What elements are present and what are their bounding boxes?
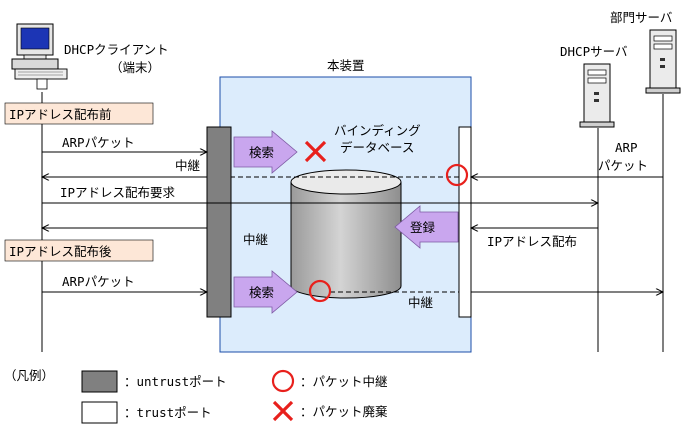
- legend-untrust-label: ：untrustポート: [124, 374, 227, 389]
- dept-server-icon: [645, 29, 681, 94]
- client-label-line2: （端末）: [110, 60, 160, 75]
- client-label-line1: DHCPクライアント: [64, 42, 169, 57]
- register-label: 登録: [410, 220, 436, 235]
- search-arrow-1: [233, 130, 298, 174]
- legend-trust-swatch: [81, 401, 118, 424]
- device-label: 本装置: [327, 58, 365, 73]
- dhcp-server-icon: [579, 63, 615, 128]
- legend-relay-circle-icon: [271, 369, 295, 393]
- untrust-port: [206, 126, 232, 318]
- search-label-1: 検索: [249, 145, 274, 160]
- relay-circle-icon-2: [308, 279, 332, 303]
- legend-trust-label: ：trustポート: [124, 405, 212, 420]
- database-label-line1: バインディング: [334, 123, 421, 138]
- legend-untrust-swatch: [81, 370, 118, 393]
- legend-relay-label: ：パケット中継: [300, 374, 388, 389]
- search-arrow-2: [233, 270, 298, 314]
- phase-before-label: IPアドレス配布前: [9, 107, 112, 122]
- ip-request-label: IPアドレス配布要求: [60, 185, 176, 200]
- phase-before-box: [4, 102, 154, 125]
- search-label-2: 検索: [249, 285, 274, 300]
- phase-after-label: IPアドレス配布後: [9, 244, 112, 259]
- dhcp-server-label: DHCPサーバ: [560, 44, 627, 59]
- relay-circle-icon-1: [445, 163, 469, 187]
- dept-server-label: 部門サーバ: [610, 10, 672, 25]
- relay-label-3: 中継: [408, 295, 433, 310]
- server-arp-label-line2: パケット: [598, 158, 648, 173]
- client-pc-icon: [11, 23, 68, 90]
- binding-database-cylinder: [290, 169, 402, 299]
- arp-packet-label-1: ARPパケット: [62, 135, 135, 150]
- discard-x-icon: [304, 140, 327, 163]
- ip-distribution-label: IPアドレス配布: [487, 234, 577, 249]
- legend-title: （凡例）: [4, 368, 54, 383]
- legend-discard-x-icon: [272, 400, 294, 422]
- relay-label-2: 中継: [243, 232, 268, 247]
- relay-label-1: 中継: [175, 158, 200, 173]
- phase-after-box: [4, 239, 154, 262]
- legend-discard-label: ：パケット廃棄: [300, 404, 388, 419]
- arp-packet-label-2: ARPパケット: [62, 274, 135, 289]
- database-label-line2: データベース: [340, 140, 414, 155]
- register-arrow: [394, 205, 459, 249]
- trust-port: [458, 126, 472, 318]
- server-arp-label-line1: ARP: [615, 140, 638, 155]
